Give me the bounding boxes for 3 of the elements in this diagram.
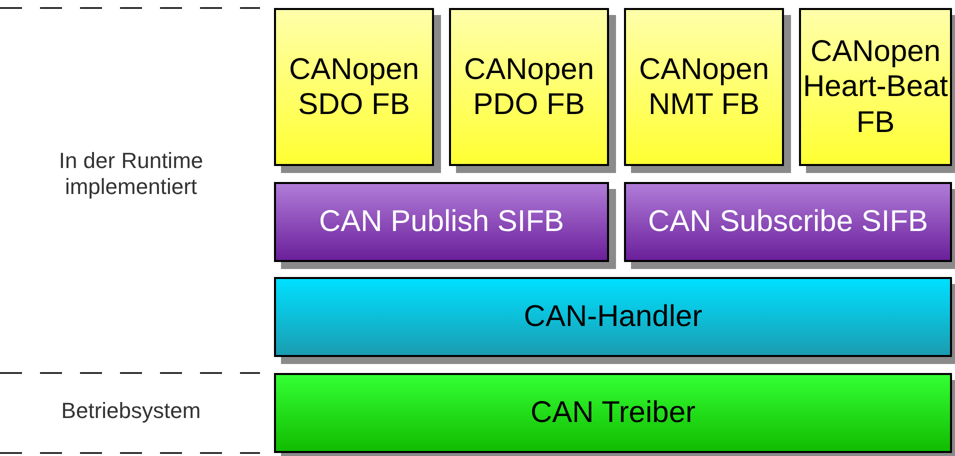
driver-layer: CAN Treiber xyxy=(274,373,952,453)
layer-caption: Betriebsystem xyxy=(60,398,202,424)
layer-caption: In der Runtime implementiert xyxy=(58,148,204,200)
